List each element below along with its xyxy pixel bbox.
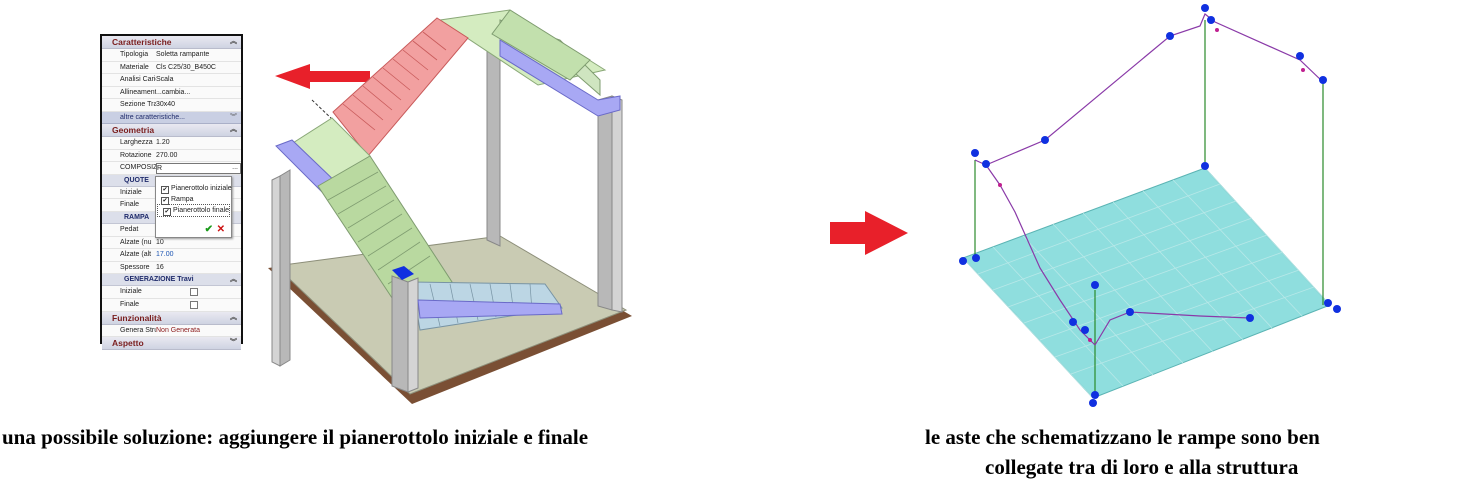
checkbox-checked-icon[interactable]: ✔ — [161, 197, 169, 205]
checkbox[interactable] — [156, 299, 241, 311]
property-value[interactable]: Soletta rampante — [156, 51, 210, 58]
property-row: Sezione Travi(30x40 — [102, 99, 241, 112]
property-value[interactable]: 30x40 — [156, 101, 176, 109]
staircase-3d-model — [268, 9, 632, 404]
property-row: Analisi CarichiScala — [102, 74, 241, 87]
checkbox-checked-icon[interactable]: ✔ — [163, 208, 171, 216]
composizione-row: COMPOSIZIOI R... — [102, 162, 241, 175]
chevron-up-icon[interactable]: ︽ — [230, 276, 237, 284]
section-caratteristiche[interactable]: Caratteristiche︽ — [102, 36, 241, 49]
checkbox-icon[interactable] — [190, 300, 198, 309]
section-funzionalita[interactable]: Funzionalità︽ — [102, 311, 241, 325]
caption-right-line2: collegate tra di loro e alla struttura — [985, 455, 1299, 479]
property-row: Genera Struttu Non Generata — [102, 324, 241, 338]
section-generazione-travi[interactable]: GENERAZIONE Travi︽ — [102, 274, 241, 287]
property-value[interactable]: Scala — [156, 76, 174, 84]
chevron-down-icon[interactable]: ︾ — [230, 339, 237, 347]
chevron-up-icon[interactable]: ︽ — [230, 125, 237, 133]
property-value[interactable]: Cls C25/30_B450C — [156, 63, 216, 71]
property-row: Finale — [102, 298, 241, 312]
popup-item-pianerottolo-finale[interactable]: ✔Pianerottolo finale — [157, 204, 230, 217]
chevron-up-icon[interactable]: ︽ — [230, 38, 237, 45]
confirm-check-icon[interactable]: ✔ — [204, 224, 213, 235]
section-geometria[interactable]: Geometria︽ — [102, 123, 241, 137]
altre-caratteristiche-link[interactable]: altre caratteristiche...︾ — [102, 111, 241, 124]
arrow-right-icon — [830, 211, 908, 255]
property-value[interactable]: ...cambia... — [156, 88, 191, 96]
composizione-popup: ✔Pianerottolo iniziale ✔Rampa ✔Pianerott… — [155, 176, 232, 238]
chevron-up-icon[interactable]: ︽ — [230, 313, 237, 321]
popup-item-rampa[interactable]: ✔Rampa — [161, 196, 194, 205]
property-value[interactable]: 270.00 — [156, 151, 178, 159]
ellipsis-button[interactable]: ... — [232, 164, 238, 172]
caption-left: una possibile soluzione: aggiungere il p… — [2, 425, 589, 449]
popup-item-pianerottolo-iniziale[interactable]: ✔Pianerottolo iniziale — [161, 185, 232, 194]
composizione-input[interactable]: R... — [156, 163, 241, 175]
fem-model — [959, 4, 1341, 407]
checkbox[interactable] — [156, 286, 241, 298]
checkbox-checked-icon[interactable]: ✔ — [161, 186, 169, 194]
property-value[interactable]: 16 — [156, 263, 164, 271]
checkbox-icon[interactable] — [190, 288, 198, 297]
cancel-x-icon[interactable]: ✕ — [216, 224, 225, 235]
property-value[interactable]: 10 — [156, 238, 164, 246]
property-value[interactable]: 1.20 — [156, 138, 170, 146]
caption-right-line1: le aste che schematizzano le rampe sono … — [925, 425, 1320, 449]
chevron-down-icon[interactable]: ︾ — [230, 113, 237, 121]
arrow-left-icon — [275, 64, 370, 89]
property-row: Iniziale — [102, 286, 241, 299]
section-aspetto[interactable]: Aspetto︾ — [102, 337, 241, 351]
property-value[interactable]: 17.00 — [156, 251, 174, 259]
property-row: Allineamento...cambia... — [102, 86, 241, 100]
